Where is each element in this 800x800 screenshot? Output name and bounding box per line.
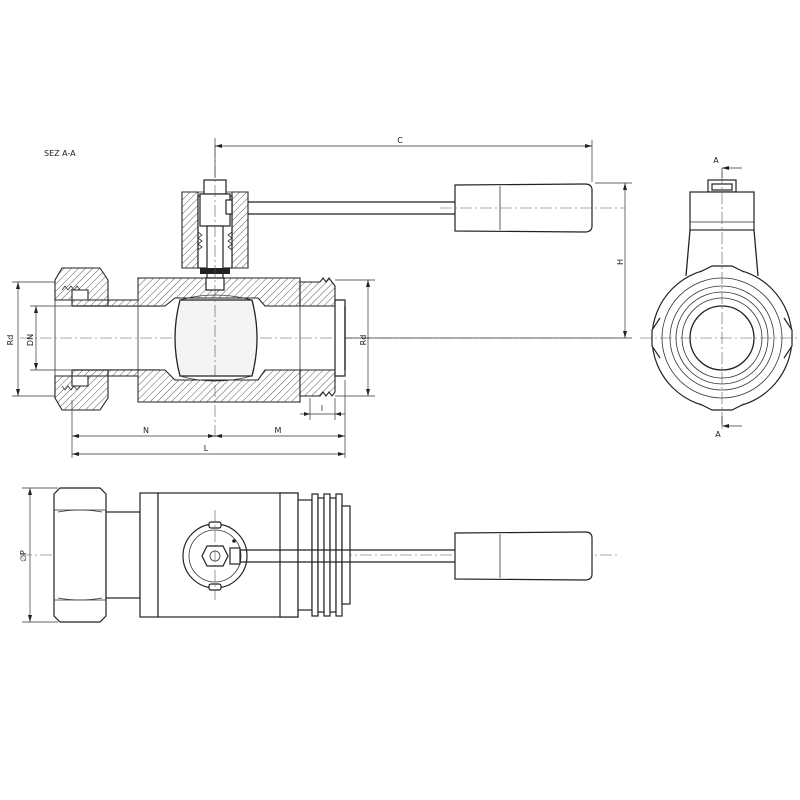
dimension-l-small: l bbox=[300, 398, 345, 420]
dimension-rd-right: Rd bbox=[335, 279, 375, 397]
dimension-h: H bbox=[345, 182, 632, 339]
dimension-diameter-p-label: ∅P bbox=[19, 550, 28, 562]
dimension-diameter-p: ∅P bbox=[19, 487, 58, 623]
dimension-c: C bbox=[214, 136, 593, 182]
handle-grip-plan bbox=[454, 531, 593, 581]
dimension-l-total: L bbox=[72, 444, 345, 456]
thread-ridges bbox=[311, 493, 343, 617]
section-marker-bottom-label: A bbox=[715, 430, 721, 439]
union-nut-section bbox=[54, 267, 109, 411]
dimension-h-label: H bbox=[616, 259, 625, 265]
dimension-n-m: N M bbox=[71, 380, 346, 458]
section-view: SEZ A-A bbox=[6, 136, 632, 458]
stem bbox=[197, 145, 233, 440]
dimension-dn: DN bbox=[26, 305, 72, 371]
ball bbox=[174, 299, 258, 377]
hex-nut bbox=[53, 487, 107, 623]
dimension-m-label: M bbox=[275, 426, 282, 435]
end-view: A A bbox=[640, 156, 800, 439]
dimension-n-label: N bbox=[143, 426, 149, 435]
dimension-l-small-label: l bbox=[321, 404, 323, 413]
dimension-rd-left-label: Rd bbox=[6, 335, 15, 346]
dimension-c-label: C bbox=[397, 136, 403, 145]
handle-section bbox=[225, 183, 625, 233]
dimension-rd-left: Rd bbox=[6, 281, 55, 397]
section-marker-bottom: A bbox=[715, 416, 742, 439]
dimension-dn-label: DN bbox=[26, 334, 35, 346]
dimension-l-total-label: L bbox=[204, 444, 209, 453]
plan-view: ∅P bbox=[19, 487, 620, 623]
dimension-rd-right-label: Rd bbox=[359, 335, 368, 346]
handle-plan bbox=[240, 531, 593, 581]
section-marker-top: A bbox=[713, 156, 742, 178]
right-threaded-end-section bbox=[299, 277, 346, 397]
section-title: SEZ A-A bbox=[44, 149, 76, 158]
section-marker-top-label: A bbox=[713, 156, 719, 165]
valve-body-plan bbox=[139, 492, 159, 618]
